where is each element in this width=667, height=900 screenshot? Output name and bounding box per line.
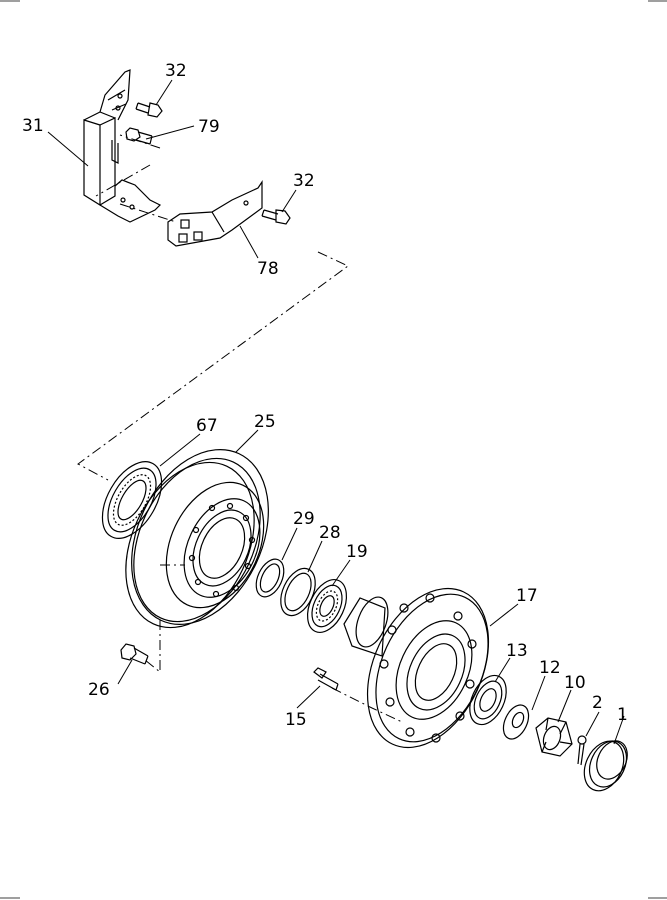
brake-disc-25 [125, 448, 269, 629]
callout-78: 78 [257, 259, 279, 279]
bracket-31 [83, 69, 162, 223]
callout-19: 19 [346, 542, 368, 562]
bolt-32-lower [261, 209, 291, 225]
hub-17 [343, 587, 490, 749]
callout-32-lower: 32 [293, 171, 315, 191]
shim-29 [255, 558, 285, 598]
bolt-32-upper [135, 102, 163, 118]
assembly-lines [77, 134, 403, 723]
bearing-19 [306, 579, 348, 633]
callout-labels: 31 32 79 32 78 67 25 29 28 19 17 13 12 1… [22, 61, 628, 730]
callout-2: 2 [592, 693, 603, 713]
callout-31: 31 [22, 116, 44, 136]
callout-13: 13 [506, 641, 528, 661]
plate-78 [167, 180, 263, 247]
callout-67: 67 [196, 416, 218, 436]
leader-lines [47, 79, 625, 745]
callout-1: 1 [617, 705, 628, 725]
cotter-pin-2 [577, 735, 587, 766]
callout-17: 17 [516, 586, 538, 606]
bearing-13 [469, 674, 507, 726]
washer-12 [502, 704, 530, 740]
callout-26: 26 [88, 680, 110, 700]
callout-32-upper: 32 [165, 61, 187, 81]
nut-10 [535, 717, 573, 757]
stud-15 [313, 667, 339, 691]
callout-12: 12 [539, 658, 561, 678]
callout-15: 15 [285, 710, 307, 730]
callout-79: 79 [198, 117, 220, 137]
callout-29: 29 [293, 509, 315, 529]
callout-25: 25 [254, 412, 276, 432]
bolt-26 [120, 643, 149, 665]
hub-cap-1 [583, 740, 628, 792]
callout-28: 28 [319, 523, 341, 543]
callout-10: 10 [564, 673, 586, 693]
